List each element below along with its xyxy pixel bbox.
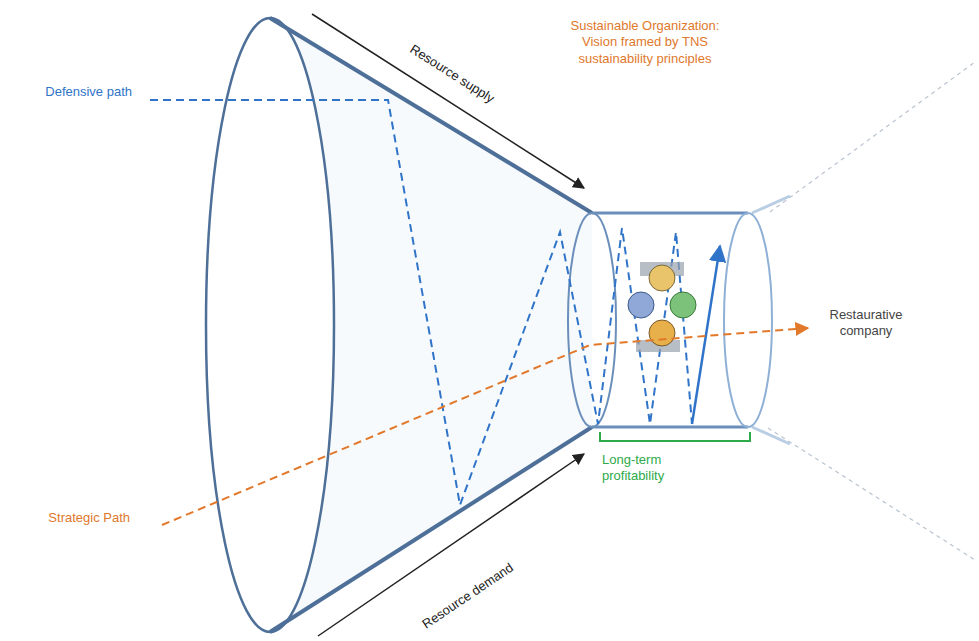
vision-label: Sustainable Organization: Vision framed … <box>570 18 720 67</box>
cylinder-edge <box>592 212 748 215</box>
projection-line <box>768 428 975 560</box>
funnel-mouth <box>206 18 334 632</box>
flow-label: Resource demand <box>397 545 539 641</box>
profitability-bracket <box>600 432 750 441</box>
projection-line <box>770 62 975 212</box>
cylinder-edge <box>592 426 748 429</box>
path-label: Strategic Path <box>40 510 130 526</box>
path-label: Defensive path <box>40 84 132 100</box>
flare-line <box>752 196 790 213</box>
flare-line <box>752 427 790 444</box>
funnel-edge <box>270 427 592 632</box>
strategic-path <box>162 328 808 525</box>
defensive-path <box>150 100 692 505</box>
bracket-label: Long-term profitability <box>602 452 712 485</box>
cylinder-end <box>724 213 772 427</box>
funnel-edge <box>270 18 592 213</box>
outcome-label: Restaurative company <box>818 307 914 340</box>
flow-label: Resource supply <box>380 24 524 124</box>
